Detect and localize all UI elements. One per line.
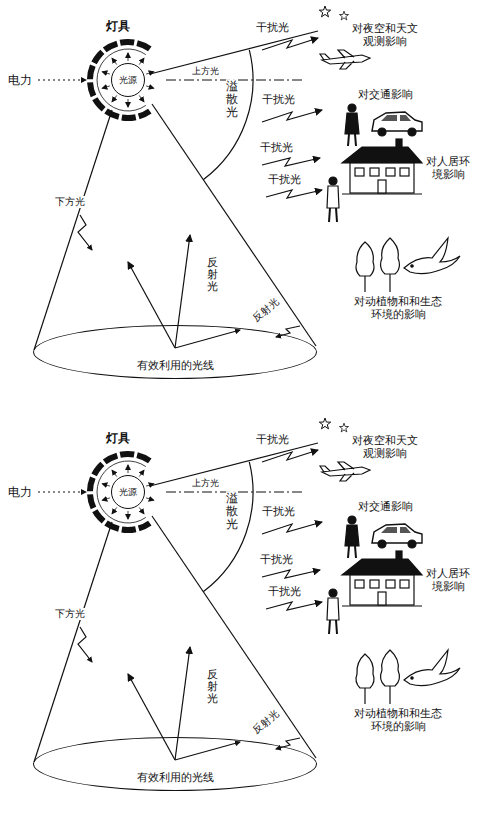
text-label: 下方光	[54, 608, 86, 620]
text-label: 干扰光	[255, 21, 290, 34]
node-text: 光源	[119, 486, 137, 499]
text-label: 干扰光	[267, 585, 302, 598]
text-label: 干扰光	[259, 141, 294, 154]
text-label: 电力	[7, 485, 33, 499]
text-label: 电力	[7, 73, 33, 87]
node-text: 有效利用的光线	[135, 358, 216, 373]
lit-area-ellipse: 有效利用的光线	[33, 737, 317, 791]
illustration-copy	[34, 418, 460, 762]
text-label: 对动植物和和生态环境的影响	[352, 707, 444, 733]
node-text: 光源	[119, 74, 137, 87]
text-label: 对人居环境影响	[424, 567, 472, 593]
text-label: 溢散光	[226, 79, 238, 121]
text-label: 反射光	[207, 256, 218, 294]
text-label: 下方光	[54, 196, 86, 208]
text-label: 干扰光	[267, 173, 302, 186]
text-label: 灯具	[105, 19, 131, 33]
text-label: 对夜空和天文观测影响	[350, 434, 420, 460]
text-label: 对夜空和天文观测影响	[350, 22, 420, 48]
illustration-copy	[34, 6, 460, 350]
text-label: 干扰光	[261, 505, 296, 518]
text-label: 对交通影响	[357, 500, 414, 513]
text-label: 反射光	[250, 707, 282, 737]
text-label: 溢散光	[226, 491, 238, 533]
text-label: 对动植物和和生态环境的影响	[352, 295, 444, 321]
text-label: 灯具	[105, 431, 131, 445]
text-label: 上方光	[191, 66, 220, 77]
text-label: 干扰光	[261, 93, 296, 106]
lit-area-ellipse: 有效利用的光线	[33, 325, 317, 379]
text-label: 干扰光	[255, 433, 290, 446]
light-source-circle: 光源	[111, 475, 145, 509]
node-text: 有效利用的光线	[135, 770, 216, 785]
text-label: 上方光	[191, 478, 220, 489]
text-label: 反射光	[207, 668, 218, 706]
text-label: 对交通影响	[357, 88, 414, 101]
text-label: 干扰光	[259, 553, 294, 566]
text-label: 对人居环境影响	[424, 155, 472, 181]
light-source-circle: 光源	[111, 63, 145, 97]
text-label: 反射光	[250, 295, 282, 325]
